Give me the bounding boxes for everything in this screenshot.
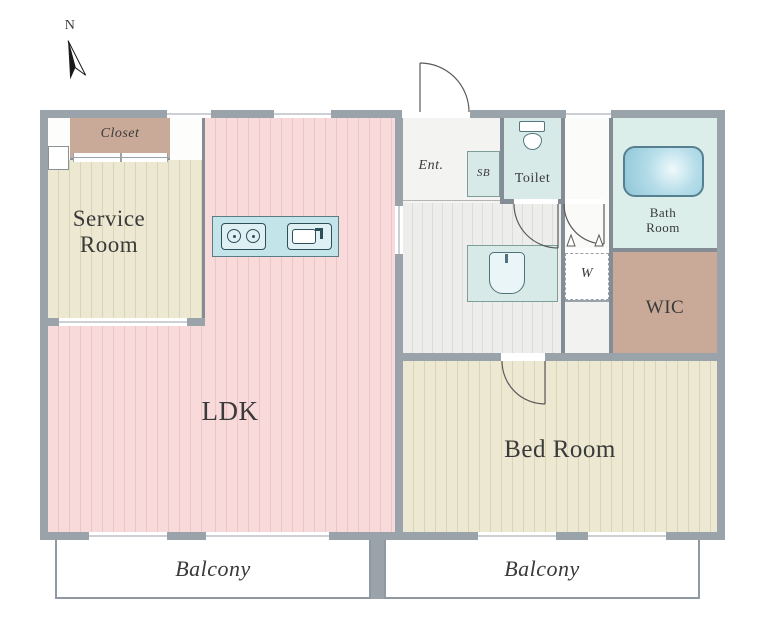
wic-label: WIC [645, 297, 685, 318]
bathtub-icon [623, 146, 704, 197]
stove-burner-dot [252, 235, 255, 238]
entrance-opening [402, 110, 470, 118]
stove-burner-icon [227, 229, 241, 243]
window [477, 532, 557, 540]
toilet-bowl-icon [523, 133, 542, 150]
sliding-door-ldk [395, 205, 403, 255]
washbasin-faucet-icon [505, 254, 508, 263]
window [88, 532, 168, 540]
wall-right [717, 110, 725, 540]
stove-burner-icon [246, 229, 260, 243]
window [565, 110, 612, 118]
wall-ldk-divider [395, 118, 403, 532]
bath-entry-opening [565, 199, 604, 204]
window [273, 110, 332, 118]
closet-label: Closet [100, 126, 140, 141]
wall-bath-left [609, 118, 613, 353]
window [166, 110, 212, 118]
bath-entry [565, 203, 609, 248]
washroom-panel [565, 118, 609, 203]
sink-faucet-icon [315, 228, 323, 231]
service-room [48, 160, 202, 318]
bed-room-label: Bed Room [504, 436, 616, 463]
wall-hall-right [561, 118, 565, 353]
sink-basin-icon [292, 229, 316, 244]
closet-door-right [121, 153, 168, 162]
service-room-label: Service Room [72, 206, 146, 257]
toilet-label: Toilet [514, 171, 551, 186]
wall-washer-bottom [565, 300, 609, 302]
balcony-left-label: Balcony [175, 556, 251, 581]
bedroom-door-opening [501, 353, 545, 361]
shoe-box-label: SB [476, 167, 491, 179]
wall-bedroom-top [403, 353, 717, 361]
wall-toilet-left [500, 118, 504, 203]
closet-door-left [73, 153, 121, 162]
toilet-tank-icon [519, 121, 545, 132]
pipe-shaft [48, 146, 69, 170]
ldk-room-upper [205, 118, 395, 532]
sink-faucet-icon [320, 228, 323, 239]
balcony-right-label: Balcony [504, 556, 580, 581]
ldk-label: LDK [201, 396, 259, 426]
window [587, 532, 667, 540]
compass-needle-icon [67, 40, 87, 80]
sliding-door-service [58, 318, 188, 326]
entrance-step-line [403, 200, 500, 201]
washer-space [565, 253, 609, 300]
entrance-label: Ent. [418, 158, 444, 173]
wic-room [613, 252, 717, 353]
wall-balcony-divider [371, 532, 384, 599]
balcony-left-area [55, 537, 371, 599]
shoe-box [467, 151, 500, 197]
wall-top [40, 110, 725, 118]
window [205, 532, 330, 540]
ldk-room-lower [48, 326, 205, 532]
wall-bath-bottom [613, 248, 717, 252]
bath-room-label: Bath Room [646, 205, 680, 235]
bed-room [403, 361, 717, 532]
hall-extension [565, 302, 609, 353]
stove-burner-dot [233, 235, 236, 238]
washer-label: W [580, 266, 594, 281]
wall-service-right [202, 118, 205, 318]
entrance-door-arc [419, 62, 470, 113]
compass-n-label: N [64, 18, 76, 33]
toilet-door-opening [514, 199, 558, 204]
